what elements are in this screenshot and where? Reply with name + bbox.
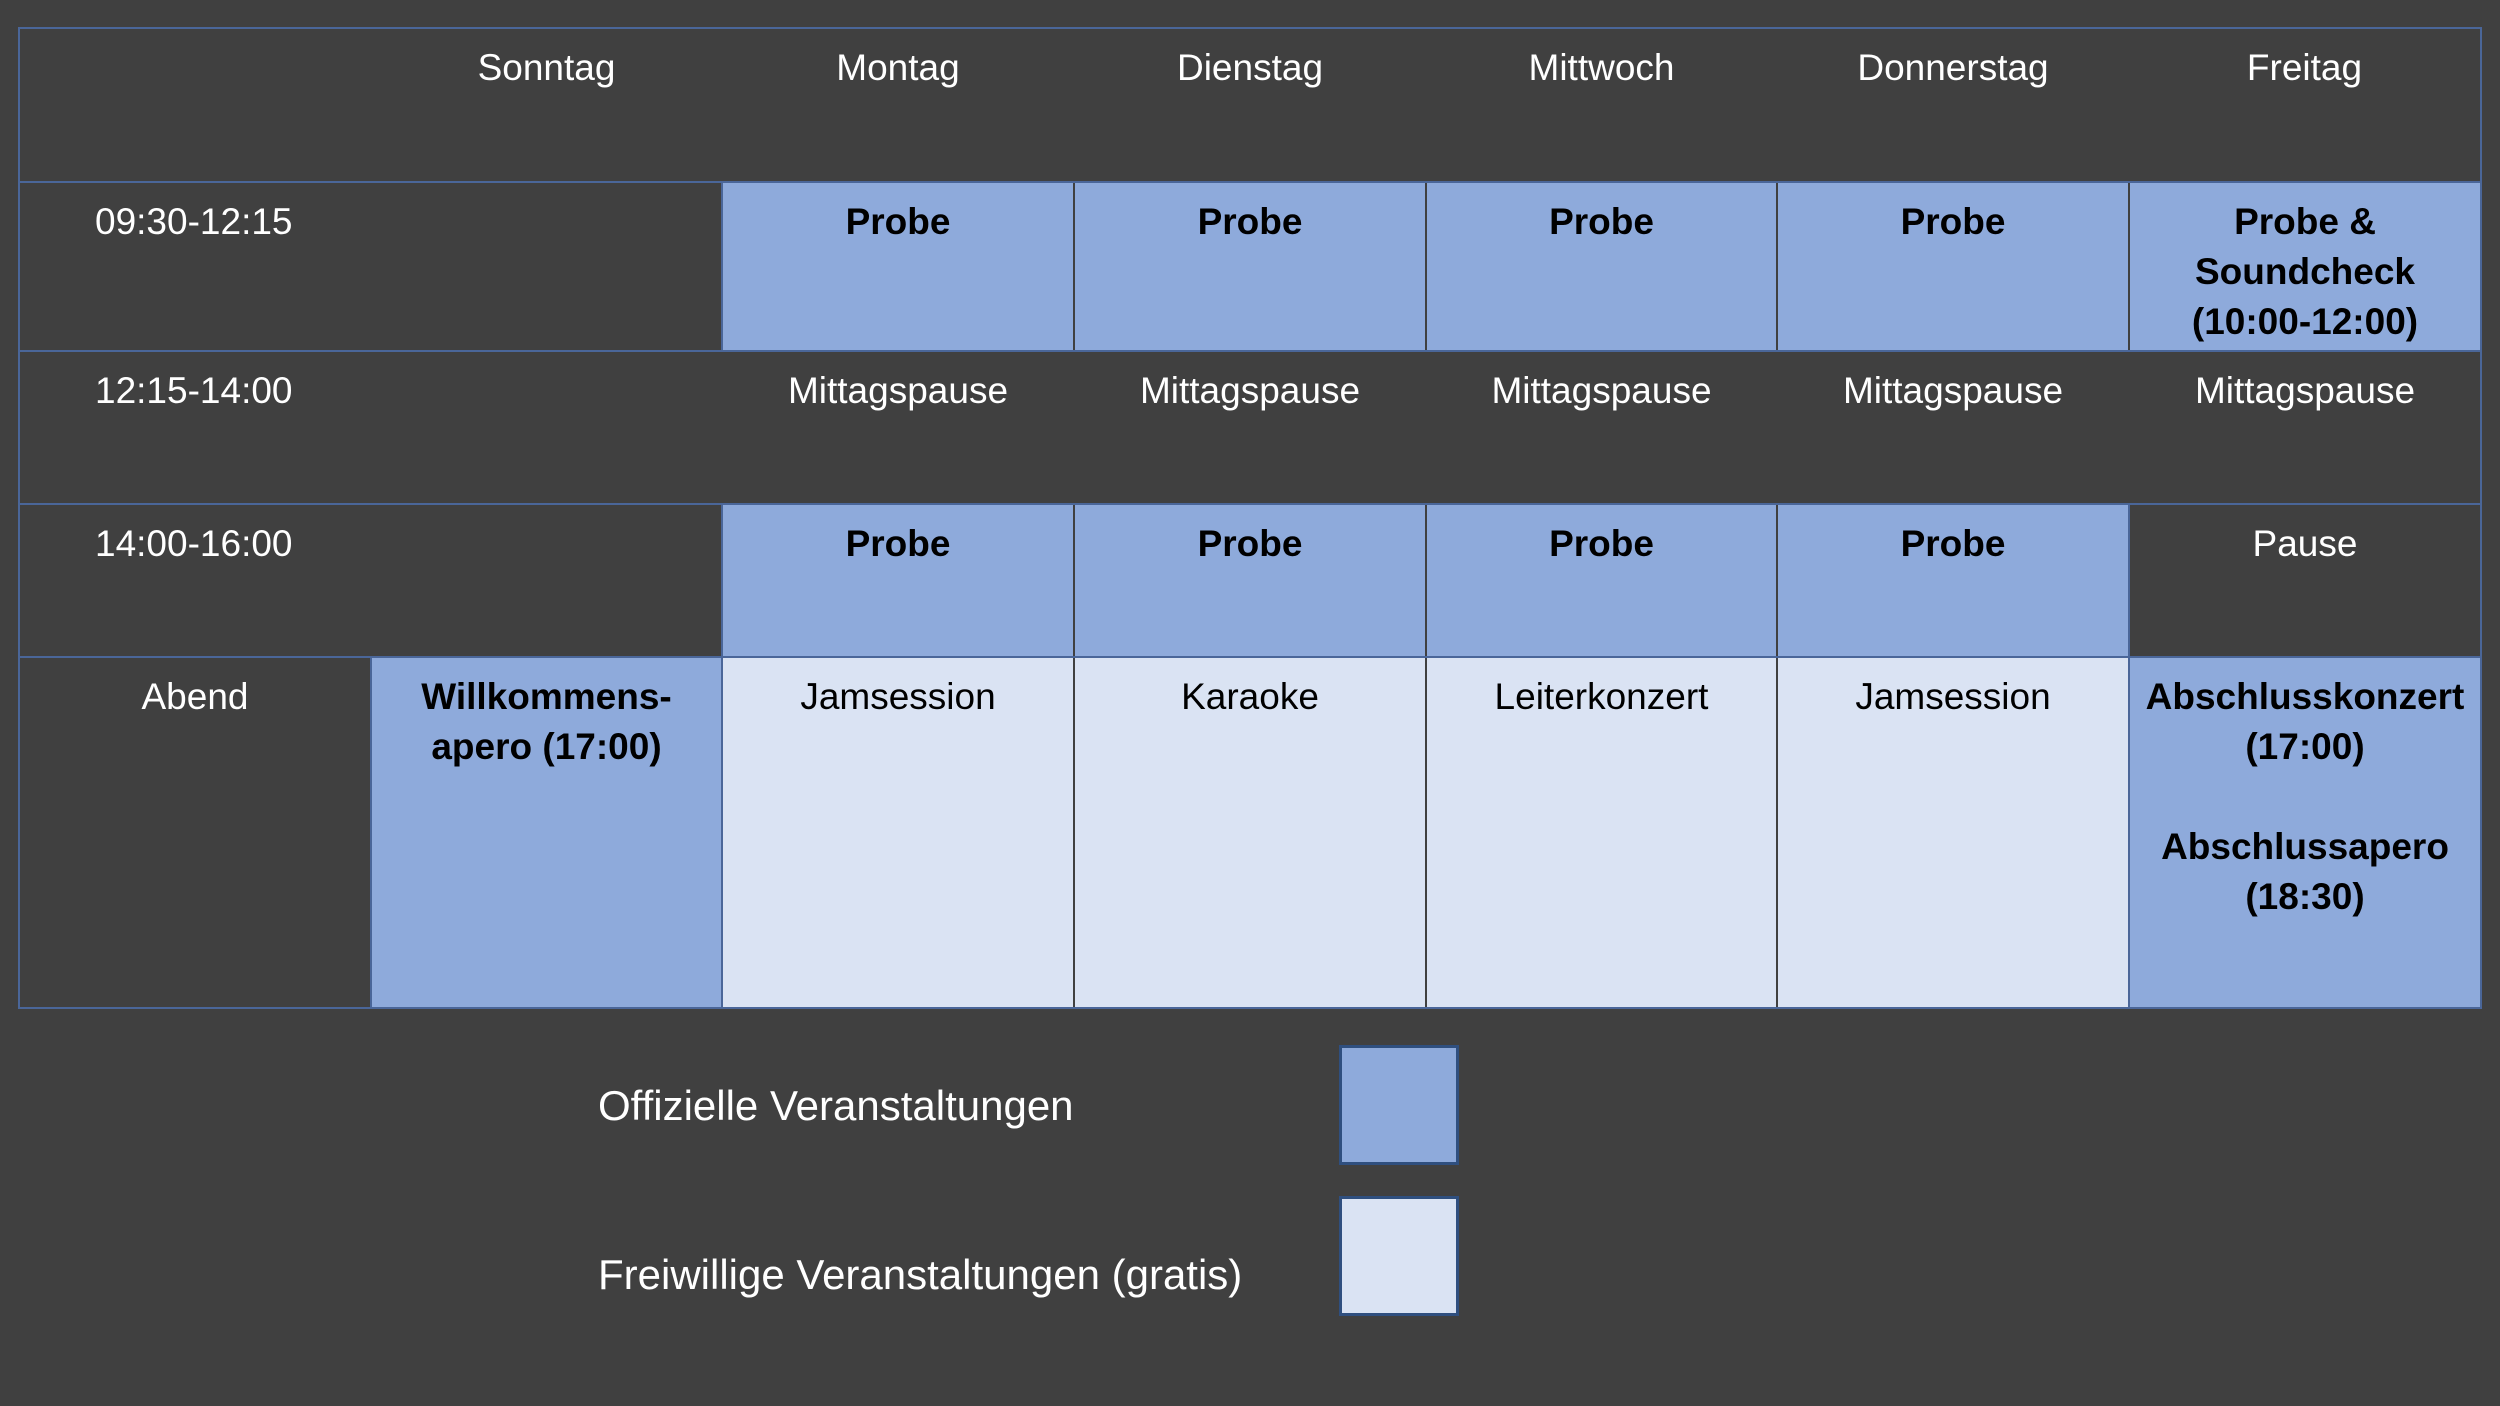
evening-row: Abend Willkommens- apero (17:00) Jamsess… [18,656,2482,1009]
legend-official-swatch [1339,1045,1459,1165]
cell-mittwoch-lunch: Mittagspause [1426,350,1777,505]
cell-montag-morning: Probe [721,181,1074,352]
legend-voluntary-label: Freiwillige Veranstaltungen (gratis) [598,1251,1243,1298]
legend-voluntary-swatch [1339,1196,1459,1316]
afternoon-row: 14:00-16:00 Probe Probe Probe Probe Paus… [18,503,2482,658]
time-label-afternoon: 14:00-16:00 [18,503,371,658]
cell-dienstag-evening: Karaoke [1074,656,1426,1009]
header-day-mittwoch: Mittwoch [1426,27,1777,183]
cell-mittwoch-afternoon: Probe [1426,503,1777,658]
cell-mittwoch-morning: Probe [1426,181,1777,352]
cell-donnerstag-lunch: Mittagspause [1777,350,2129,505]
header-day-freitag: Freitag [2129,27,2482,183]
header-day-dienstag: Dienstag [1074,27,1426,183]
time-label-lunch: 12:15-14:00 [18,350,371,505]
lunch-row: 12:15-14:00 Mittagspause Mittagspause Mi… [18,350,2482,505]
cell-freitag-evening: Abschlusskonzert (17:00) Abschlussapero … [2128,656,2482,1009]
cell-donnerstag-afternoon: Probe [1777,503,2130,658]
header-corner-cell [18,27,371,183]
cell-dienstag-afternoon: Probe [1074,503,1426,658]
cell-sonntag-morning [371,181,723,352]
header-row: Sonntag Montag Dienstag Mittwoch Donners… [18,27,2482,183]
cell-dienstag-morning: Probe [1074,181,1426,352]
cell-donnerstag-evening: Jamsession [1777,656,2130,1009]
cell-freitag-morning: Probe & Soundcheck (10:00-12:00) [2129,181,2482,352]
header-day-donnerstag: Donnerstag [1777,27,2129,183]
cell-sonntag-evening: Willkommens- apero (17:00) [370,656,723,1009]
time-label-morning: 09:30-12:15 [18,181,371,352]
cell-montag-afternoon: Probe [721,503,1074,658]
cell-montag-lunch: Mittagspause [722,350,1074,505]
cell-sonntag-afternoon [371,503,723,658]
cell-donnerstag-morning: Probe [1777,181,2129,352]
header-day-montag: Montag [722,27,1074,183]
morning-row: 09:30-12:15 Probe Probe Probe Probe Prob… [18,181,2482,352]
cell-montag-evening: Jamsession [721,656,1074,1009]
cell-sonntag-lunch [371,350,722,505]
cell-freitag-afternoon: Pause [2128,503,2482,658]
legend-official-label: Offizielle Veranstaltungen [598,1082,1074,1129]
cell-freitag-lunch: Mittagspause [2129,350,2482,505]
cell-dienstag-lunch: Mittagspause [1074,350,1426,505]
header-day-sonntag: Sonntag [371,27,722,183]
schedule-table: Sonntag Montag Dienstag Mittwoch Donners… [18,27,2482,1009]
time-label-evening: Abend [18,656,372,1009]
cell-mittwoch-evening: Leiterkonzert [1426,656,1777,1009]
